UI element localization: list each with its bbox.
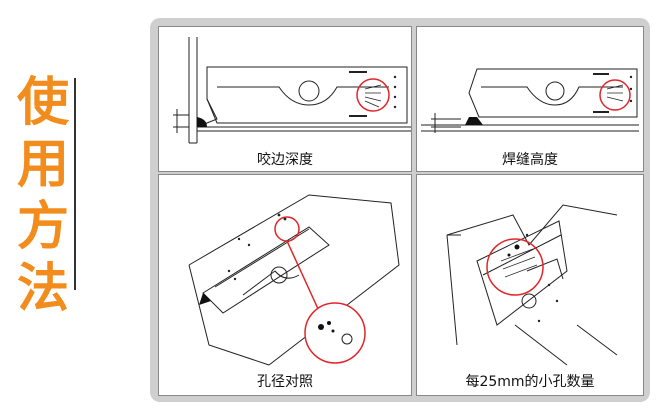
- panel-holes-per-25mm: 每25mm的小孔数量: [416, 174, 644, 396]
- title-char: 使: [16, 73, 69, 133]
- title-char: 用: [16, 135, 69, 195]
- panel-caption: 每25mm的小孔数量: [465, 374, 595, 390]
- usage-title: 使 用 方 法: [8, 72, 78, 320]
- title-divider: [74, 78, 76, 290]
- panel-caption: 孔径对照: [257, 374, 313, 390]
- undercut-gauge-illustration: [173, 37, 411, 144]
- panel-caption: 焊缝高度: [502, 152, 558, 168]
- panel-weld-height: 焊缝高度: [416, 26, 644, 172]
- holes-count-illustration: [446, 204, 618, 366]
- title-char: 法: [16, 259, 69, 319]
- panel-undercut-depth: 咬边深度: [158, 26, 412, 172]
- panel-hole-diameter: 孔径对照: [158, 174, 412, 396]
- title-char: 方: [16, 197, 69, 257]
- panel-caption: 咬边深度: [257, 152, 313, 168]
- illustration-frame: 咬边深度 焊缝高度: [150, 18, 650, 402]
- weld-height-illustration: [421, 68, 639, 133]
- hole-diameter-illustration: [188, 194, 400, 366]
